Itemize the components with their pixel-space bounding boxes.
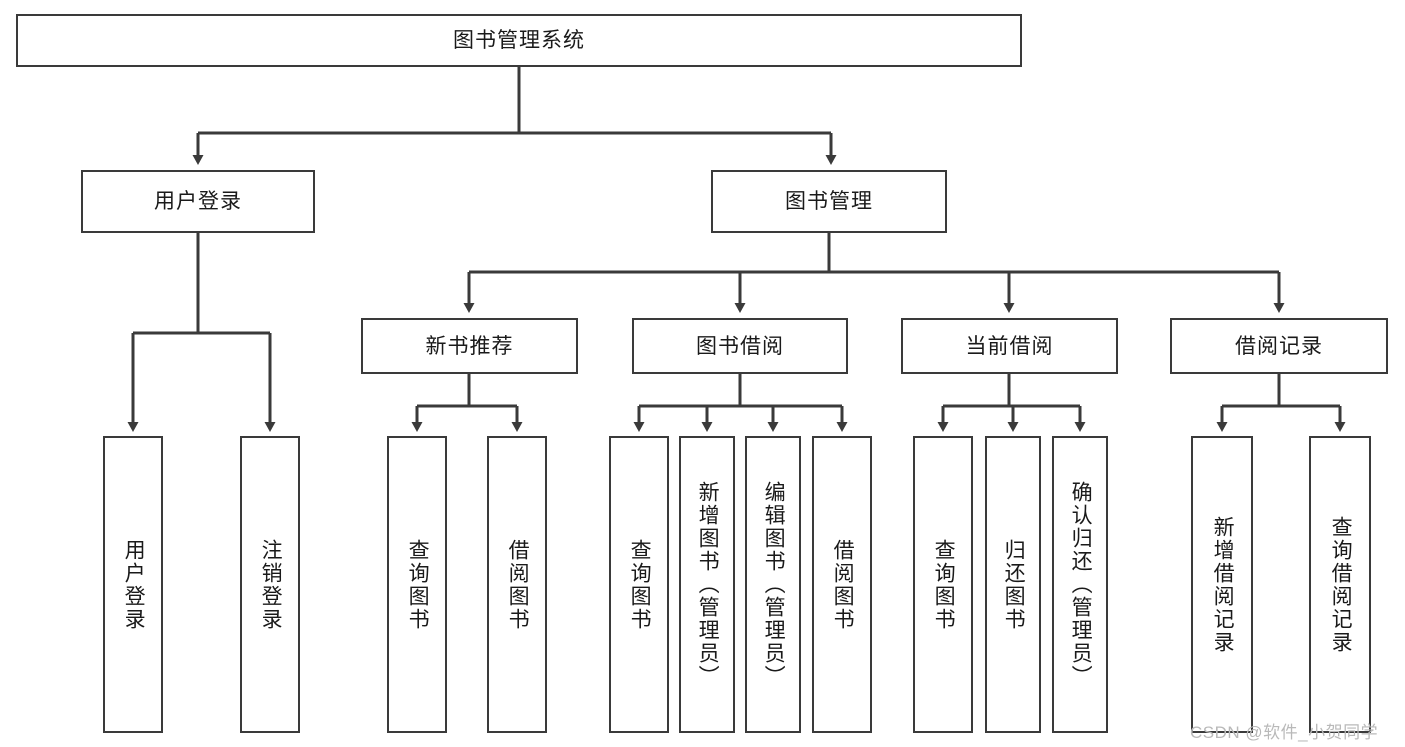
- node-leaf-query-book-recommend[interactable]: 查询图书: [387, 436, 447, 733]
- node-leaf-logout[interactable]: 注销登录: [240, 436, 300, 733]
- node-leaf-add-borrow-record-label: 新增借阅记录: [1211, 515, 1235, 654]
- node-current-borrow[interactable]: 当前借阅: [901, 318, 1118, 374]
- node-leaf-query-book-current[interactable]: 查询图书: [913, 436, 973, 733]
- node-leaf-edit-book-label: 编辑图书（管理员）: [762, 481, 786, 688]
- node-leaf-query-book-borrow-label: 查询图书: [628, 538, 652, 631]
- node-leaf-query-book-borrow[interactable]: 查询图书: [609, 436, 669, 733]
- node-leaf-borrow-book[interactable]: 借阅图书: [812, 436, 872, 733]
- node-leaf-return-book-label: 归还图书: [1002, 538, 1026, 631]
- node-book-borrow[interactable]: 图书借阅: [632, 318, 848, 374]
- node-book-management[interactable]: 图书管理: [711, 170, 947, 233]
- node-leaf-add-book[interactable]: 新增图书（管理员）: [679, 436, 735, 733]
- node-leaf-add-borrow-record[interactable]: 新增借阅记录: [1191, 436, 1253, 733]
- node-leaf-query-book-recommend-label: 查询图书: [406, 538, 430, 631]
- node-leaf-borrow-book-label: 借阅图书: [831, 538, 855, 631]
- node-new-book-recommend-label: 新书推荐: [425, 334, 514, 358]
- node-current-borrow-label: 当前借阅: [965, 334, 1054, 358]
- node-leaf-user-login-label: 用户登录: [122, 538, 146, 631]
- node-leaf-query-borrow-record[interactable]: 查询借阅记录: [1309, 436, 1371, 733]
- node-leaf-return-book[interactable]: 归还图书: [985, 436, 1041, 733]
- node-root-label: 图书管理系统: [453, 29, 585, 52]
- node-borrow-record-label: 借阅记录: [1235, 334, 1323, 358]
- node-leaf-edit-book[interactable]: 编辑图书（管理员）: [745, 436, 801, 733]
- node-user-login-label: 用户登录: [154, 190, 242, 213]
- node-borrow-record[interactable]: 借阅记录: [1170, 318, 1388, 374]
- node-leaf-logout-label: 注销登录: [259, 538, 283, 631]
- node-leaf-add-book-label: 新增图书（管理员）: [696, 481, 720, 688]
- csdn-watermark: CSDN @软件_小贺同学: [1190, 723, 1379, 742]
- node-leaf-borrow-book-recommend-label: 借阅图书: [506, 538, 530, 631]
- node-leaf-borrow-book-recommend[interactable]: 借阅图书: [487, 436, 547, 733]
- node-leaf-confirm-return-label: 确认归还（管理员）: [1069, 481, 1093, 688]
- node-book-borrow-label: 图书借阅: [696, 334, 784, 358]
- node-new-book-recommend[interactable]: 新书推荐: [361, 318, 578, 374]
- node-leaf-query-book-current-label: 查询图书: [932, 538, 956, 631]
- node-book-management-label: 图书管理: [785, 190, 873, 213]
- node-leaf-user-login[interactable]: 用户登录: [103, 436, 163, 733]
- node-leaf-confirm-return[interactable]: 确认归还（管理员）: [1052, 436, 1108, 733]
- node-user-login[interactable]: 用户登录: [81, 170, 315, 233]
- node-root[interactable]: 图书管理系统: [16, 14, 1022, 67]
- node-leaf-query-borrow-record-label: 查询借阅记录: [1329, 515, 1353, 654]
